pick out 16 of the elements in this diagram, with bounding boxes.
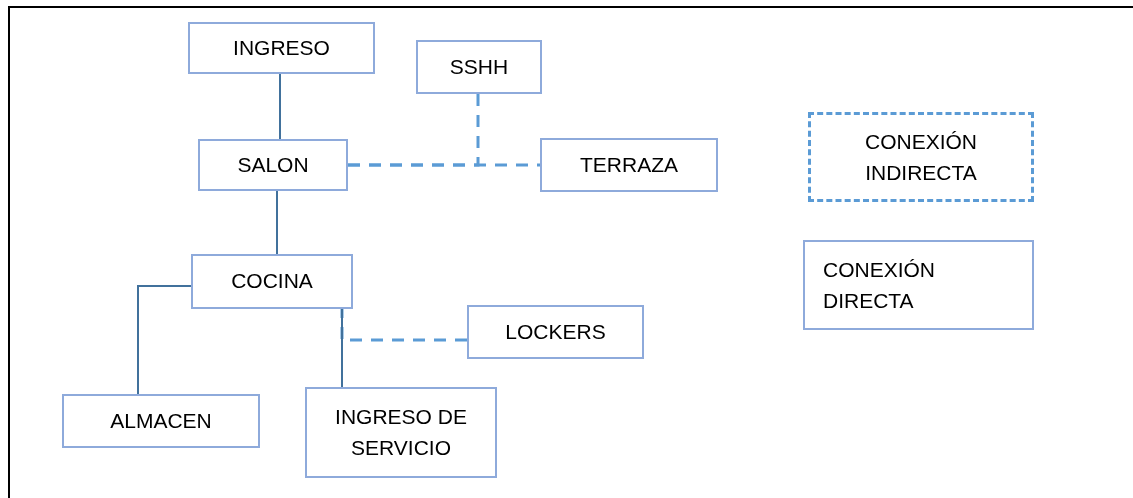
room-box: INGRESO (188, 22, 375, 74)
legend-text: CONEXIÓN DIRECTA (823, 256, 936, 314)
room-box: SALON (198, 139, 348, 191)
legend-text: CONEXIÓN INDIRECTA (864, 128, 978, 186)
connector-line (276, 190, 278, 255)
room-box: LOCKERS (467, 305, 644, 359)
connector-line (279, 73, 281, 140)
dashed-connector (340, 309, 467, 342)
room-box: TERRAZA (540, 138, 718, 192)
room-box: COCINA (191, 254, 353, 309)
dashed-connector (348, 163, 540, 167)
room-box: INGRESO DE SERVICIO (305, 387, 497, 478)
connector-line (341, 308, 343, 388)
room-box: SSHH (416, 40, 542, 94)
room-box: ALMACEN (62, 394, 260, 448)
connector-line (137, 285, 192, 395)
